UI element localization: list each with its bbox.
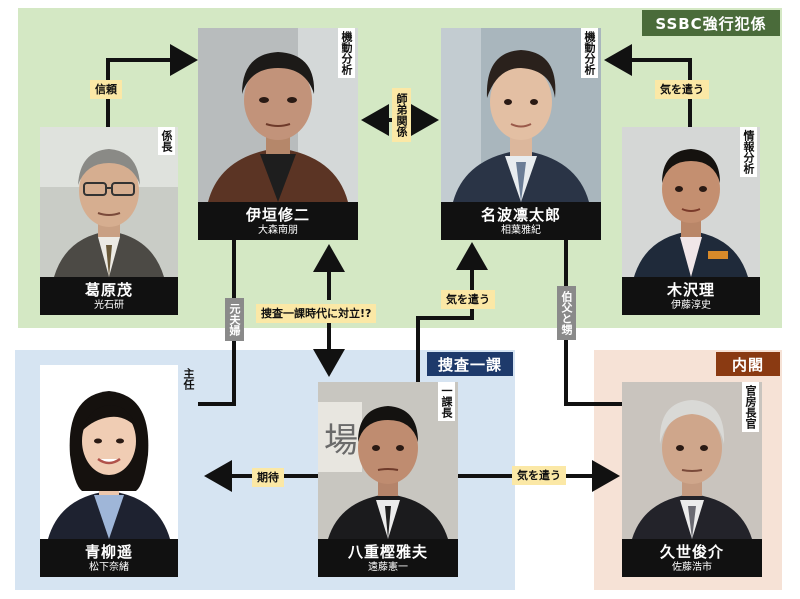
portrait-aoyagi — [40, 365, 178, 539]
actor-kuzuhara: 光石研 — [94, 299, 124, 311]
sosa-tag: 捜査一課 — [427, 352, 513, 376]
name-kizawa: 木沢理 — [666, 280, 715, 299]
role-yaegashi: 一課長 — [438, 382, 455, 421]
card-igaki: 伊垣修二 大森南朋 — [198, 28, 358, 240]
name-aoyagi: 青柳遥 — [84, 542, 133, 561]
relation-kuze-care: 気を遣う — [512, 466, 566, 485]
role-kuzuhara: 係長 — [158, 127, 175, 155]
role-kuze: 官房長官 — [742, 382, 759, 432]
relation-expectation: 期待 — [252, 468, 284, 487]
card-kuze: 久世俊介 佐藤浩市 — [622, 382, 762, 577]
name-igaki: 伊垣修二 — [245, 205, 310, 224]
svg-text:場: 場 — [324, 421, 358, 461]
name-kuzuhara: 葛原茂 — [84, 280, 133, 299]
namebar-kuzuhara: 葛原茂 光石研 — [40, 277, 178, 315]
actor-kuze: 佐藤浩市 — [672, 561, 712, 573]
portrait-nanami — [441, 28, 601, 202]
line-trust — [106, 44, 198, 127]
role-igaki: 機動分析 — [338, 28, 355, 78]
portrait-yaegashi: 場 — [318, 382, 458, 539]
card-yaegashi: 場 八重樫雅夫 遠藤憲一 — [318, 382, 458, 577]
namebar-yaegashi: 八重樫雅夫 遠藤憲一 — [318, 539, 458, 577]
naikaku-tag: 内閣 — [716, 352, 780, 376]
name-kuze: 久世俊介 — [659, 542, 724, 561]
portrait-igaki — [198, 28, 358, 202]
actor-igaki: 大森南朋 — [258, 224, 298, 236]
relation-yaegashi-care: 気を遣う — [441, 290, 495, 309]
actor-nanami: 相葉雅紀 — [501, 224, 541, 236]
relation-ex-couple: 元夫婦 — [225, 298, 244, 341]
namebar-aoyagi: 青柳遥 松下奈緒 — [40, 539, 178, 577]
card-kizawa: 木沢理 伊藤淳史 — [622, 127, 760, 315]
card-nanami: 名波凛太郎 相葉雅紀 — [441, 28, 601, 240]
namebar-igaki: 伊垣修二 大森南朋 — [198, 202, 358, 240]
line-ex-couple — [198, 240, 236, 406]
portrait-kizawa — [622, 127, 760, 277]
role-kizawa: 情報分析 — [740, 127, 757, 177]
line-kizawa-care — [604, 44, 692, 127]
namebar-kizawa: 木沢理 伊藤淳史 — [622, 277, 760, 315]
portrait-kuze — [622, 382, 762, 539]
actor-aoyagi: 松下奈緒 — [89, 561, 129, 573]
card-aoyagi: 青柳遥 松下奈緒 — [40, 365, 178, 577]
card-kuzuhara: 葛原茂 光石研 — [40, 127, 178, 315]
namebar-nanami: 名波凛太郎 相葉雅紀 — [441, 202, 601, 240]
role-aoyagi: 主任 — [182, 368, 195, 390]
role-nanami: 機動分析 — [581, 28, 598, 78]
name-yaegashi: 八重樫雅夫 — [347, 542, 428, 561]
relation-conflict: 捜査一課時代に対立!? — [256, 304, 377, 323]
actor-yaegashi: 遠藤憲一 — [368, 561, 408, 573]
line-yaegashi-care — [416, 242, 488, 382]
relation-mentor: 師弟関係 — [392, 88, 411, 142]
name-nanami: 名波凛太郎 — [480, 205, 561, 224]
relation-uncle-nephew: 伯父と甥 — [557, 286, 576, 340]
actor-kizawa: 伊藤淳史 — [671, 299, 711, 311]
relation-kizawa-care: 気を遣う — [655, 80, 709, 99]
namebar-kuze: 久世俊介 佐藤浩市 — [622, 539, 762, 577]
portrait-kuzuhara — [40, 127, 178, 277]
ssbc-tag: SSBC強行犯係 — [642, 10, 780, 36]
relation-trust: 信頼 — [90, 80, 122, 99]
